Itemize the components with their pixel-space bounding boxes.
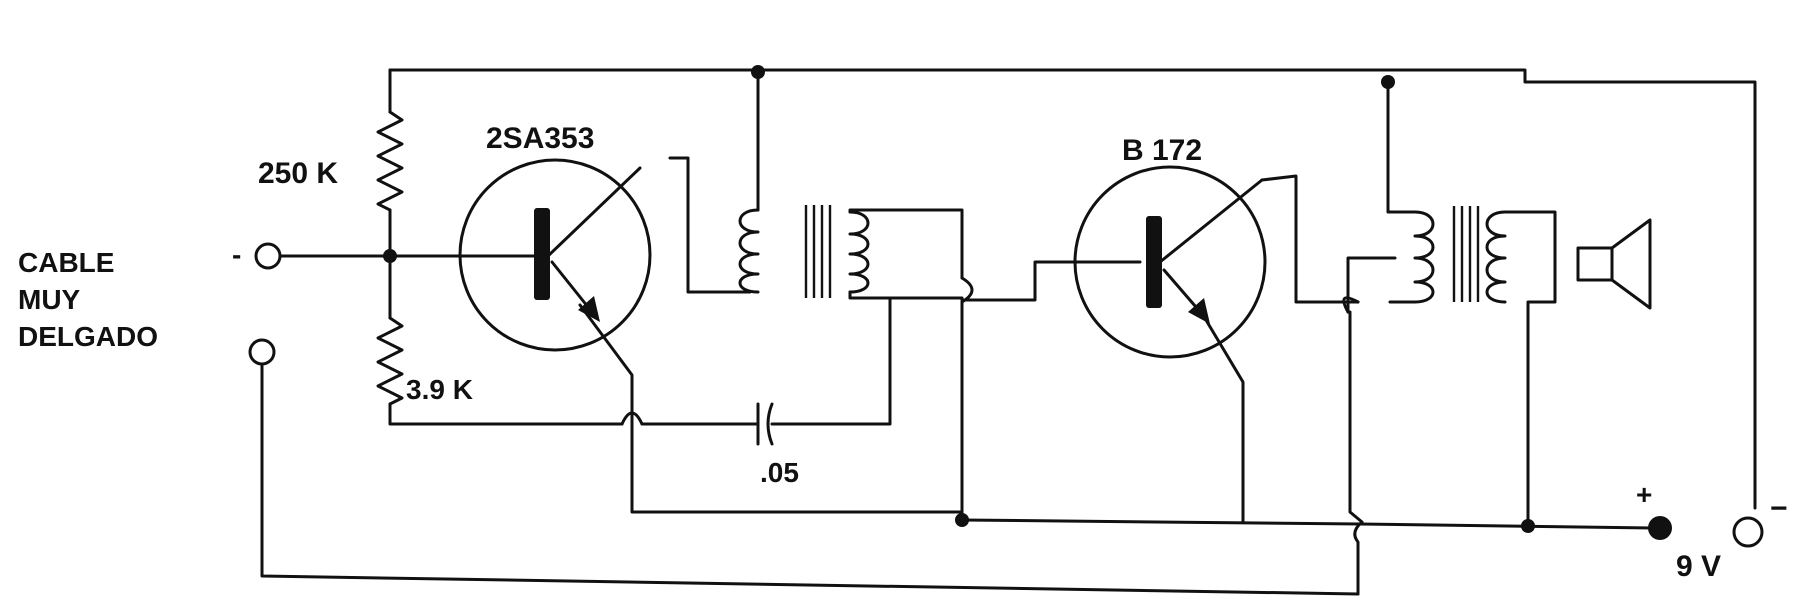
battery-minus-terminal (1732, 516, 1764, 548)
resistor-250k (376, 110, 404, 212)
battery-minus-label: − (1770, 492, 1788, 525)
ground-bus-wire (960, 518, 1657, 530)
wiring (260, 68, 1757, 596)
resistor-250k-label: 250 K (258, 157, 338, 190)
transformer-1 (738, 205, 870, 298)
resistor-3-9k (376, 316, 404, 406)
tr2-primary-top-wire (1386, 80, 1417, 214)
cap-right-wire (770, 296, 892, 426)
input-minus-terminal (254, 242, 282, 270)
input-ground-terminal (248, 338, 276, 366)
transistor-2-label: B 172 (1122, 134, 1202, 167)
tr2-return-wire (1348, 310, 1364, 596)
t2-emitter-wire (1198, 308, 1245, 524)
tr2-secondary-wire (1503, 210, 1557, 528)
top-rail-wire (388, 68, 1757, 510)
transformer-2 (1413, 206, 1507, 304)
battery-voltage-label: 9 V (1676, 550, 1721, 583)
bias-bottom-wire (388, 402, 624, 426)
resistor-3-9k-label: 3.9 K (406, 374, 473, 405)
input-return-wire (260, 364, 1360, 596)
capacitor-label: .05 (760, 457, 799, 488)
input-minus-label: - (232, 239, 241, 270)
crossover-arc-3 (1342, 296, 1360, 314)
tr2-tap-wire (1346, 256, 1397, 314)
input-note-line-2: MUY (18, 284, 81, 315)
junction-dots (383, 65, 1535, 533)
tr1-secondary-bottom-wire (848, 260, 1142, 302)
t1-emitter-wire (578, 303, 964, 514)
transistor-1-label: 2SA353 (486, 122, 594, 155)
input-note-line-3: DELGADO (18, 321, 158, 352)
transistor-b172 (1073, 165, 1267, 359)
input-note-line-1: CABLE (18, 247, 114, 278)
t2-collector-wire (1260, 174, 1360, 304)
speaker-icon (1576, 218, 1652, 310)
battery-plus-label: + (1636, 479, 1652, 510)
crossover-arc-2 (960, 276, 974, 304)
capacitor-005 (756, 402, 774, 446)
battery-plus-terminal (1648, 516, 1672, 540)
transistor-2sa353 (458, 158, 652, 352)
t1-collector-wire (668, 156, 752, 294)
